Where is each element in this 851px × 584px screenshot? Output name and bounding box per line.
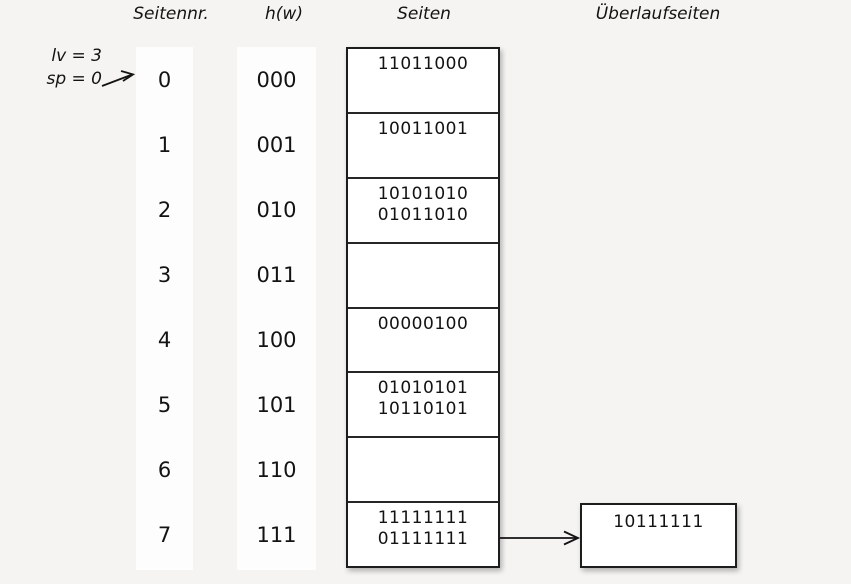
page-number: 6 bbox=[157, 458, 172, 483]
page-cell-3 bbox=[348, 244, 498, 309]
page-number: 4 bbox=[157, 328, 172, 353]
page-entry: 01111111 bbox=[377, 529, 469, 550]
page-cell-5: 01010101 10110101 bbox=[348, 373, 498, 439]
overflow-link-arrow-icon bbox=[498, 528, 582, 548]
page-number: 2 bbox=[157, 197, 172, 222]
hash-value: 100 bbox=[256, 328, 297, 353]
hash-value: 110 bbox=[256, 458, 297, 483]
page-number-column: 0 1 2 3 4 5 6 7 bbox=[136, 47, 193, 568]
split-pointer-value: sp = 0 bbox=[46, 69, 102, 89]
pages-table: 11011000 10011001 10101010 01011010 0000… bbox=[346, 47, 500, 568]
page-entry: 01010101 bbox=[377, 378, 469, 399]
page-entry: 11111111 bbox=[377, 508, 469, 529]
level-value: lv = 3 bbox=[51, 46, 102, 66]
hash-value: 111 bbox=[256, 523, 297, 548]
header-seiten: Seiten bbox=[397, 4, 451, 24]
page-number-column-strip bbox=[136, 47, 193, 570]
hash-value-column-strip bbox=[237, 47, 316, 570]
page-cell-7: 11111111 01111111 bbox=[348, 503, 498, 566]
header-ueberlaufseiten: Überlaufseiten bbox=[595, 4, 721, 24]
split-pointer-arrow-icon bbox=[100, 66, 140, 92]
level-split-annotation: lv = 3 sp = 0 bbox=[26, 45, 102, 91]
header-seitennr: Seitennr. bbox=[133, 4, 209, 24]
page-entry: 10101010 bbox=[377, 183, 469, 204]
page-number: 1 bbox=[157, 132, 172, 157]
hash-value: 010 bbox=[256, 197, 297, 222]
hash-value: 000 bbox=[256, 67, 297, 92]
page-entry: 10011001 bbox=[377, 118, 469, 139]
page-cell-1: 10011001 bbox=[348, 114, 498, 179]
page-entry: 00000100 bbox=[377, 313, 469, 334]
page-cell-6 bbox=[348, 438, 498, 504]
page-number: 3 bbox=[157, 262, 172, 287]
hash-value: 011 bbox=[256, 262, 297, 287]
page-entry: 11011000 bbox=[377, 54, 469, 74]
overflow-page: 10111111 bbox=[580, 503, 737, 568]
header-hash-function: h(w) bbox=[265, 4, 303, 24]
page-cell-0: 11011000 bbox=[348, 49, 498, 114]
page-entry: 10110101 bbox=[377, 399, 469, 420]
page-number: 7 bbox=[157, 523, 172, 548]
page-entry: 01011010 bbox=[377, 204, 469, 225]
hash-value-column: 000 001 010 011 100 101 110 111 bbox=[237, 47, 316, 568]
page-number: 0 bbox=[157, 67, 172, 92]
page-cell-4: 00000100 bbox=[348, 309, 498, 374]
hash-value: 101 bbox=[256, 393, 297, 418]
hash-value: 001 bbox=[256, 132, 297, 157]
overflow-entry: 10111111 bbox=[613, 512, 704, 532]
page-cell-2: 10101010 01011010 bbox=[348, 179, 498, 244]
page-number: 5 bbox=[157, 393, 172, 418]
